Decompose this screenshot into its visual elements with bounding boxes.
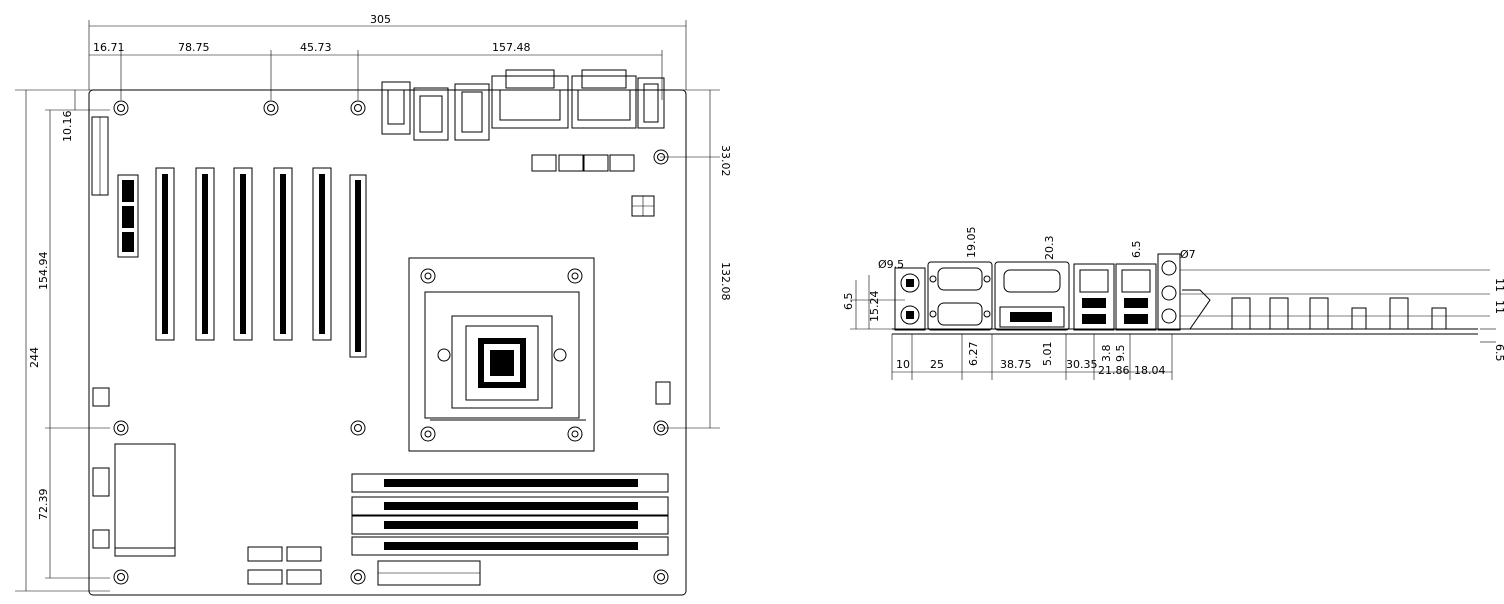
mini-card-slot	[114, 443, 176, 557]
com-ports	[927, 261, 993, 331]
video-ports	[994, 261, 1070, 331]
io-left-label-1: 6.5	[842, 293, 855, 311]
board-top-view: 305 16.71 78.75 45.73 157.48 244 10.16 1…	[15, 13, 732, 596]
dim-left-seg-2: 154.94	[37, 252, 50, 291]
io-right-label-3: 6.5	[1493, 344, 1504, 362]
io-bottom-label-6: 30.35	[1066, 358, 1098, 371]
ps2-ports	[894, 267, 926, 331]
top-headers	[531, 154, 655, 217]
lan-usb-stacks	[1073, 263, 1157, 331]
sata-connectors	[117, 174, 139, 258]
cpu-socket	[408, 257, 595, 452]
io-bottom-label-7: 3.8	[1100, 345, 1113, 363]
io-top-label-3: 20.3	[1043, 236, 1056, 261]
dim-top-seg-1: 16.71	[93, 41, 125, 54]
rear-io-connectors	[381, 69, 665, 141]
io-bottom-label-10: 18.04	[1134, 364, 1166, 377]
left-header-3	[92, 529, 110, 549]
io-bottom-label-9: 21.86	[1098, 364, 1130, 377]
fan-headers	[247, 546, 322, 585]
dim-left-seg-3: 72.39	[37, 489, 50, 521]
expansion-slots	[155, 167, 367, 358]
io-top-label-2: 19.05	[965, 227, 978, 259]
side-profile	[1182, 289, 1447, 330]
io-bottom-label-1: 10	[896, 358, 910, 371]
dim-left-seg-1: 10.16	[61, 111, 74, 143]
io-bottom-label-2: 25	[930, 358, 944, 371]
memory-slots	[351, 473, 669, 556]
io-bottom-label-8: 9.5	[1114, 345, 1127, 363]
audio-jacks	[1157, 253, 1181, 331]
right-header	[655, 381, 671, 405]
io-left-label-2: 15.24	[868, 291, 881, 323]
io-bottom-label-5: 5.01	[1041, 342, 1054, 367]
left-header-1	[92, 387, 110, 407]
dim-top-seg-2: 78.75	[178, 41, 210, 54]
io-rear-view: 6.5 15.24 Ø9.5 19.05 20.3	[842, 227, 1504, 380]
io-top-label-5: Ø7	[1180, 248, 1196, 261]
io-right-label-2: 11	[1493, 300, 1504, 314]
dim-right-seg-1: 33.02	[719, 145, 732, 177]
dim-total-width: 305	[370, 13, 391, 26]
io-bottom-label-3: 6.27	[967, 342, 980, 367]
io-bottom-label-4: 38.75	[1000, 358, 1032, 371]
io-top-label-4: 6.5	[1130, 241, 1143, 259]
left-header-2	[92, 467, 110, 497]
dim-right-seg-2: 132.08	[719, 262, 732, 301]
dim-top-seg-3: 45.73	[300, 41, 332, 54]
dim-top-seg-4: 157.48	[492, 41, 531, 54]
io-top-label-1: Ø9.5	[878, 258, 904, 271]
dim-total-height: 244	[28, 347, 41, 368]
mounting-holes	[113, 100, 669, 585]
io-right-label-1: 11	[1493, 278, 1504, 292]
